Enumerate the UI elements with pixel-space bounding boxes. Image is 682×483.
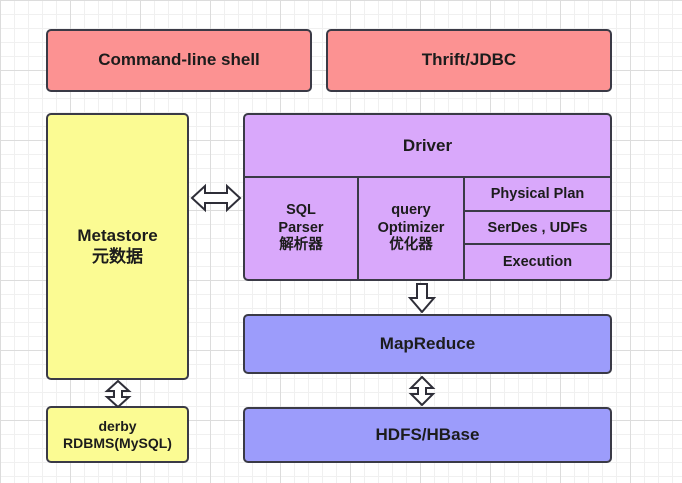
driver-stage-serdes-udfs[interactable]: SerDes , UDFs bbox=[465, 212, 610, 246]
node-metastore[interactable]: Metastore 元数据 bbox=[46, 113, 189, 380]
driver-query-optimizer-line2: Optimizer bbox=[377, 219, 445, 236]
connector-metastore-driver-double-arrow-icon bbox=[190, 183, 242, 213]
driver-query-optimizer[interactable]: query Optimizer 优化器 bbox=[359, 178, 465, 279]
driver-title: Driver bbox=[245, 115, 610, 178]
node-command-line-shell-label: Command-line shell bbox=[98, 50, 260, 70]
node-command-line-shell[interactable]: Command-line shell bbox=[46, 29, 312, 92]
node-thrift-jdbc-label: Thrift/JDBC bbox=[421, 50, 517, 70]
driver-query-optimizer-line1: query bbox=[391, 201, 431, 218]
node-derby-rdbms[interactable]: derby RDBMS(MySQL) bbox=[46, 406, 189, 463]
node-mapreduce-label: MapReduce bbox=[379, 333, 476, 353]
node-hdfs-hbase[interactable]: HDFS/HBase bbox=[243, 407, 612, 463]
connector-mapreduce-hdfs-double-arrow-icon bbox=[408, 376, 436, 406]
driver-sql-parser-line3: 解析器 bbox=[279, 237, 323, 254]
node-mapreduce[interactable]: MapReduce bbox=[243, 314, 612, 374]
driver-sql-parser-line1: SQL bbox=[286, 201, 316, 218]
node-metastore-label-en: Metastore bbox=[77, 226, 158, 246]
node-hdfs-hbase-label: HDFS/HBase bbox=[375, 424, 480, 444]
node-thrift-jdbc[interactable]: Thrift/JDBC bbox=[326, 29, 612, 92]
driver-sql-parser-line2: Parser bbox=[278, 219, 324, 236]
driver-query-optimizer-line3: 优化器 bbox=[389, 237, 433, 254]
node-driver[interactable]: Driver SQL Parser 解析器 query Optimizer 优化… bbox=[243, 113, 612, 281]
driver-stage-physical-plan[interactable]: Physical Plan bbox=[465, 178, 610, 212]
driver-stage-list: Physical Plan SerDes , UDFs Execution bbox=[465, 178, 610, 279]
connector-driver-mapreduce-down-arrow-icon bbox=[407, 283, 437, 313]
driver-sql-parser[interactable]: SQL Parser 解析器 bbox=[245, 178, 359, 279]
node-metastore-label-cn: 元数据 bbox=[92, 246, 143, 267]
driver-stage-execution[interactable]: Execution bbox=[502, 254, 573, 271]
driver-body: SQL Parser 解析器 query Optimizer 优化器 Physi… bbox=[245, 178, 610, 279]
node-derby-label-line2: RDBMS(MySQL) bbox=[63, 434, 172, 451]
node-derby-label-line1: derby bbox=[98, 417, 137, 434]
connector-metastore-derby-double-arrow-icon bbox=[104, 380, 132, 408]
